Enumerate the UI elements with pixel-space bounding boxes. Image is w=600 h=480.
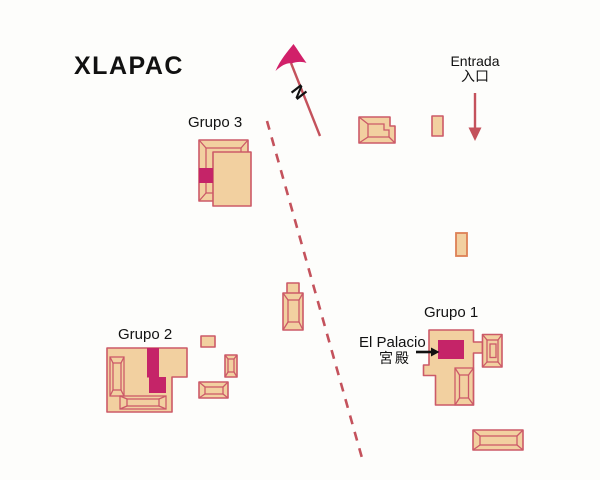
entrance-label-ja: 入口 [461,68,489,84]
el-palacio-block [438,340,464,359]
building-small-northeast [431,115,444,137]
grupo2-magenta-room [147,348,159,378]
grupo1-south-platform [454,367,475,406]
entrance-label: Entrada 入口 [433,54,517,84]
north-arrowhead-icon [275,44,307,71]
building-north-central [358,116,396,144]
grupo3-magenta-room [199,168,213,183]
north-arrow-shaft [289,62,322,137]
building-small-east [455,232,468,257]
building-small-2 [224,354,238,378]
grupo3-label: Grupo 3 [188,114,243,131]
grupo2-structure [106,347,188,413]
entrance-label-es: Entrada [450,53,500,69]
grupo1-label: Grupo 1 [424,304,479,321]
north-arrow [275,44,322,137]
site-title: XLAPAC [74,52,184,80]
palace-pointer-arrow [416,347,440,357]
grupo2-left-platform [109,356,125,397]
palace-label-es: El Palacio [359,334,426,351]
building-southeast [472,429,524,451]
grupo2-label: Grupo 2 [118,326,173,343]
grupo1-east-annex [481,333,503,368]
grupo3-annex [212,151,252,207]
path-dashed-line [265,120,364,459]
building-small-1 [200,335,216,348]
palace-label-ja: 宮殿 [379,350,411,366]
entrance-arrow-icon [468,93,482,141]
grupo1-structure [422,329,503,406]
building-small-3 [198,381,229,399]
central-tower-structure [282,282,304,331]
grupo3-structure [198,139,252,207]
grupo2-bottom-platform [119,395,167,410]
